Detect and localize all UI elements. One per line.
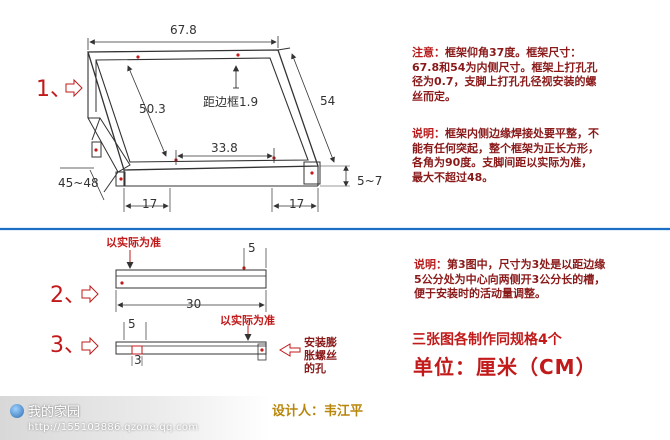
note-attention-head: 注意： — [412, 46, 445, 59]
dim-bar-length: 30 — [186, 297, 201, 311]
note-attention-body: 框架仰角37度。框架尺寸：67.8和54为内侧尺寸。框架上打孔孔径为0.7，支脚… — [412, 46, 598, 103]
label-edge-distance: 距边框1.9 — [203, 95, 258, 109]
note-explanation-1-head: 说明： — [412, 127, 445, 140]
arrow-icon — [81, 284, 99, 304]
frame-diagram: 67.8 50.3 54 距边框1.9 33.8 45~48 5~7 17 — [36, 23, 382, 212]
dim-right-height: 5~7 — [357, 174, 382, 188]
mount-bar-diagram: 以实际为准 5 3 3、 — [50, 313, 301, 367]
left-foot — [91, 141, 102, 158]
dim-top-width: 67.8 — [170, 23, 197, 37]
bar-2 — [115, 269, 267, 289]
globe-icon — [10, 403, 24, 418]
arrow-icon — [65, 78, 83, 98]
left-leg — [87, 117, 131, 173]
note-explanation-2-body: 第3图中，尺寸为3处是以距边缘5公分处为中心向两侧开3公分长的槽，便于安装时的活… — [414, 258, 606, 300]
note-explanation-2: 说明：第3图中，尺寸为3处是以距边缘5公分处为中心向两侧开3公分长的槽，便于安装… — [414, 258, 610, 302]
dim-inner-span: 33.8 — [211, 141, 238, 155]
dim-notch: 3 — [134, 353, 142, 367]
dim-inner-length: 50.3 — [139, 102, 166, 116]
leg-bar-diagram: 以实际为准 5 30 2、 — [50, 235, 267, 312]
slot — [131, 345, 143, 355]
arrow-icon — [81, 336, 99, 356]
dim-right-side: 54 — [320, 94, 335, 108]
dim-left-small: 5 — [128, 317, 136, 331]
step-2-label: 2、 — [50, 283, 86, 308]
same-spec-note: 三张图各制作同规格4个 — [412, 332, 562, 348]
label-actual-3: 以实际为准 — [220, 313, 275, 327]
frame-outer — [87, 49, 319, 171]
label-hole: 安装膨 胀螺丝 的孔 — [304, 336, 337, 375]
designer-label: 设计人：韦江平 — [272, 404, 364, 419]
watermark-bar — [0, 396, 270, 440]
unit-label: 单位：厘米（CM） — [413, 355, 597, 379]
watermark-home: 我的家园 — [10, 401, 80, 420]
arrow-left-icon — [279, 343, 301, 357]
dim-left-angle: 45~48 — [58, 176, 99, 190]
dim-bottom-left: 17 — [142, 197, 157, 211]
note-explanation-1: 说明：框架内侧边缘焊接处要平整，不能有任何突起，整个框架为正长方形，各角为90度… — [412, 127, 602, 185]
watermark-url: http://155103886.qzone.qq.com — [28, 422, 199, 433]
note-explanation-2-head: 说明： — [414, 258, 447, 271]
frame-inner — [95, 57, 309, 163]
step-3-label: 3、 — [50, 333, 86, 358]
note-attention: 注意：框架仰角37度。框架尺寸：67.8和54为内侧尺寸。框架上打孔孔径为0.7… — [412, 46, 602, 104]
note-explanation-1-body: 框架内侧边缘焊接处要平整，不能有任何突起，整个框架为正长方形，各角为90度。支脚… — [412, 127, 599, 184]
dim-bottom-right: 17 — [289, 197, 304, 211]
watermark-home-text: 我的家园 — [28, 405, 81, 420]
dim-top-small: 5 — [248, 241, 256, 255]
label-actual-2: 以实际为准 — [106, 235, 161, 249]
